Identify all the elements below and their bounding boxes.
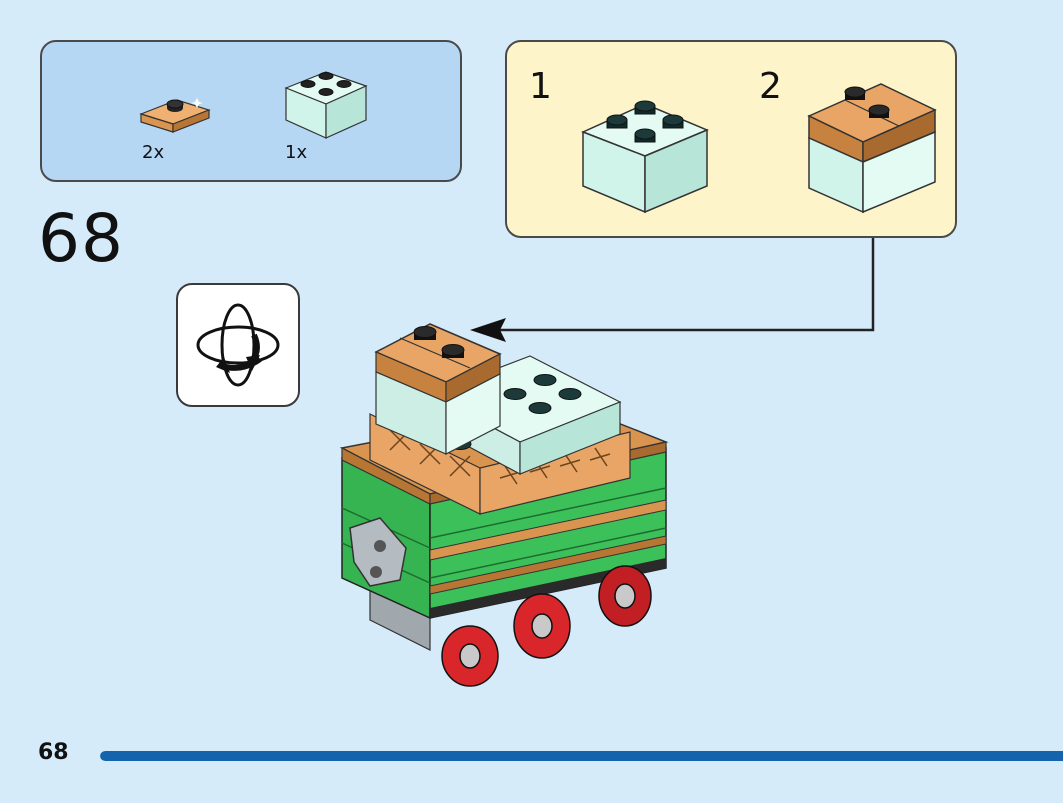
rotate-model-icon [196,303,280,387]
wheels [441,565,652,687]
step-number: 68 [38,200,124,277]
substep-2-brick-image [807,83,937,214]
rotate-model-box [176,283,300,407]
tan-plate-part-icon [139,98,211,133]
substeps-box: 1 2 [505,40,957,238]
progress-bar [100,751,1063,761]
substep-1-brick-image [581,100,709,214]
part-quantity: 2x [142,142,165,163]
part-quantity: 1x [285,142,308,163]
mint-brick-part-icon [284,71,368,139]
parts-list-box: 2x 1x [40,40,462,182]
progress-bar-fill [100,751,1063,761]
substep-number: 1 [529,66,552,107]
train-wagon-model-image [339,323,669,687]
page-number: 68 [38,740,69,765]
substep-number: 2 [759,66,782,107]
